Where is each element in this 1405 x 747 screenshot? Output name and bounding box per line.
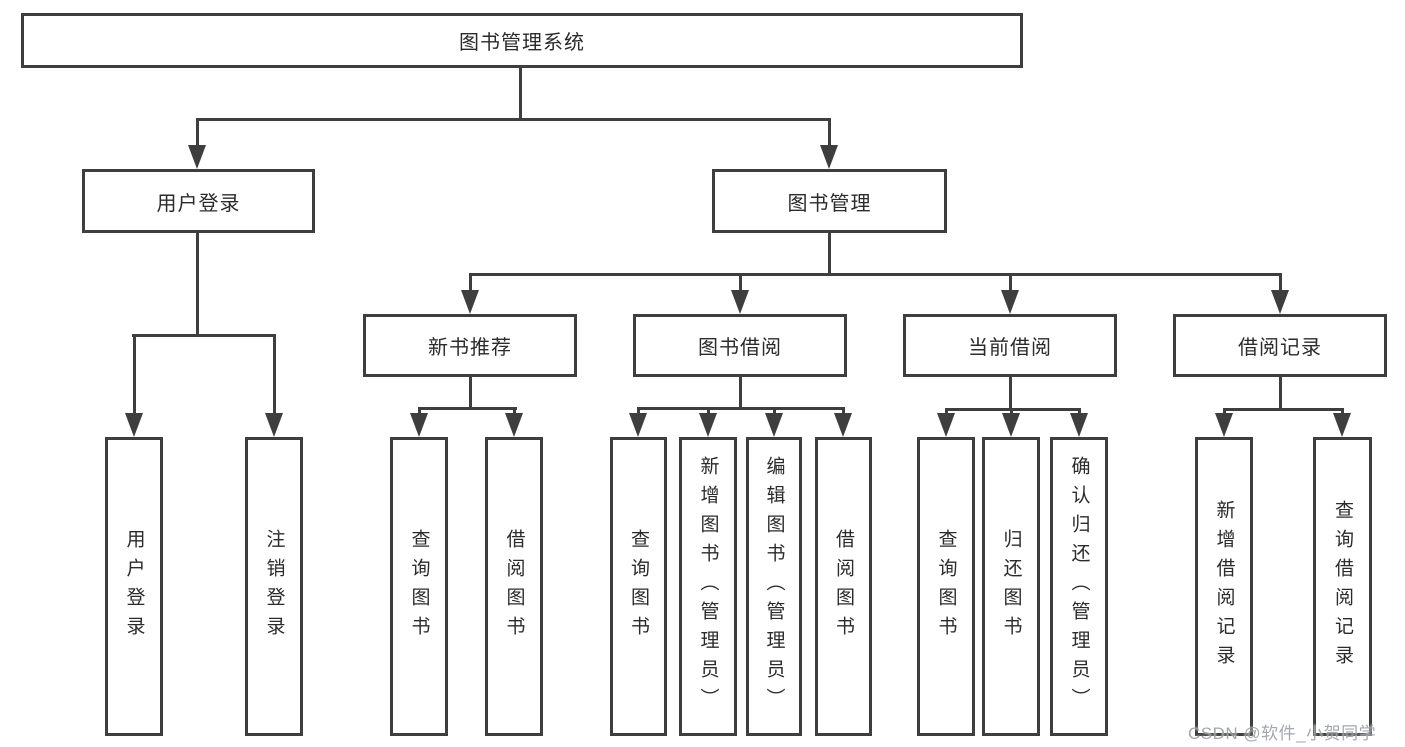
arrowhead-cb-confirm-icon [1070,413,1088,437]
connector-bb-borrow-stem [842,407,845,416]
arrowhead-book-management-icon [820,145,838,169]
node-borrowing-records: 借阅记录 [1173,314,1387,377]
connector-br-add-stem [1223,408,1226,416]
connector-cb-return-stem [1010,408,1013,416]
connector-new-book-drop [469,377,472,410]
node-root-label: 图书管理系统 [459,32,585,54]
connector-bb-query-stem [637,407,640,416]
leaf-query-books-borrowing: 查询图书 [610,437,667,736]
connector-nb-borrow-stem [513,407,516,416]
connector-current-borrow-bar [945,408,1081,411]
leaf-user-login-label: 用户登录 [123,528,145,645]
leaf-query-books-borrowing-label: 查询图书 [628,528,649,645]
arrowhead-user-login-icon [188,145,206,169]
leaf-confirm-return-admin-label: 确认归还（管理员） [1068,456,1090,717]
connector-bb-edit-stem [773,407,776,416]
csdn-watermark: CSDN @软件_小贺同学 [1188,724,1377,743]
connector-level3-bar [469,273,1282,276]
arrowhead-new-book-icon [461,290,479,314]
connector-bb-add-stem [707,407,710,416]
leaf-add-books-admin-label: 新增图书（管理员） [697,456,719,717]
arrowhead-leaf-logout-icon [265,413,283,437]
leaf-return-books: 归还图书 [982,437,1040,736]
connector-book-borrow-stem [739,273,742,293]
leaf-edit-books-admin: 编辑图书（管理员） [746,437,802,736]
arrowhead-bb-edit-icon [765,413,783,437]
node-user-login: 用户登录 [82,169,315,233]
arrowhead-bb-add-icon [699,413,717,437]
connector-new-book-stem [469,273,472,293]
connector-br-query-stem [1341,408,1344,416]
node-book-management: 图书管理 [712,169,947,233]
leaf-logout-login-label: 注销登录 [263,528,285,645]
arrowhead-borrow-records-icon [1271,290,1289,314]
arrowhead-nb-query-icon [410,413,428,437]
leaf-query-books-recommend: 查询图书 [390,437,448,736]
connector-current-borrow-stem [1009,273,1012,293]
node-new-book-recommend-label: 新书推荐 [428,337,512,359]
connector-cb-confirm-stem [1078,408,1081,416]
leaf-query-borrow-record: 查询借阅记录 [1313,437,1372,736]
leaf-add-borrow-record-label: 新增借阅记录 [1213,499,1235,674]
connector-borrow-records-drop [1279,377,1282,411]
leaf-user-login: 用户登录 [105,437,163,736]
connector-leaf-login-stem [133,334,136,414]
connector-user-login-bar [132,334,276,337]
connector-borrow-records-bar [1223,408,1344,411]
leaf-query-borrow-record-label: 查询借阅记录 [1332,499,1353,674]
leaf-borrow-books-borrowing: 借阅图书 [815,437,872,736]
node-borrowing-records-label: 借阅记录 [1238,337,1322,359]
connector-borrow-records-stem [1279,273,1282,293]
connector-book-borrow-bar [637,407,845,410]
connector-book-management-drop [828,233,831,275]
arrowhead-br-query-icon [1333,413,1351,437]
node-current-borrowing-label: 当前借阅 [968,337,1052,359]
node-book-borrowing-label: 图书借阅 [698,337,782,359]
leaf-query-books-current-label: 查询图书 [935,528,957,645]
connector-level2-bar [196,118,831,121]
connector-current-borrow-drop [1009,377,1012,411]
connector-book-borrow-drop [739,377,742,410]
leaf-query-books-recommend-label: 查询图书 [408,528,430,645]
leaf-add-books-admin: 新增图书（管理员） [679,437,737,736]
arrowhead-cb-return-icon [1002,413,1020,437]
connector-user-login-stem [196,118,199,148]
arrowhead-book-borrow-icon [731,290,749,314]
leaf-borrow-books-recommend: 借阅图书 [485,437,543,736]
connector-root-drop [519,68,522,120]
leaf-borrow-books-recommend-label: 借阅图书 [503,528,525,645]
arrowhead-cb-query-icon [937,413,955,437]
arrowhead-bb-query-icon [629,413,647,437]
connector-cb-query-stem [945,408,948,416]
leaf-borrow-books-borrowing-label: 借阅图书 [833,528,854,645]
leaf-confirm-return-admin: 确认归还（管理员） [1050,437,1108,736]
node-book-management-label: 图书管理 [787,192,872,215]
connector-nb-query-stem [418,407,421,416]
leaf-add-borrow-record: 新增借阅记录 [1195,437,1253,736]
node-user-login-label: 用户登录 [156,192,241,215]
node-book-borrowing: 图书借阅 [633,314,847,377]
connector-user-login-drop [196,233,199,337]
node-current-borrowing: 当前借阅 [903,314,1117,377]
connector-leaf-logout-stem [273,334,276,414]
leaf-query-books-current: 查询图书 [917,437,975,736]
node-new-book-recommend: 新书推荐 [363,314,577,377]
leaf-return-books-label: 归还图书 [1000,528,1022,645]
leaf-edit-books-admin-label: 编辑图书（管理员） [763,456,785,717]
leaf-logout-login: 注销登录 [245,437,303,736]
arrowhead-nb-borrow-icon [505,413,523,437]
arrowhead-br-add-icon [1215,413,1233,437]
node-root-library-system: 图书管理系统 [21,13,1023,68]
connector-new-book-bar [418,407,517,410]
arrowhead-current-borrow-icon [1001,290,1019,314]
arrowhead-bb-borrow-icon [834,413,852,437]
connector-book-management-stem [828,118,831,148]
arrowhead-leaf-login-icon [125,413,143,437]
